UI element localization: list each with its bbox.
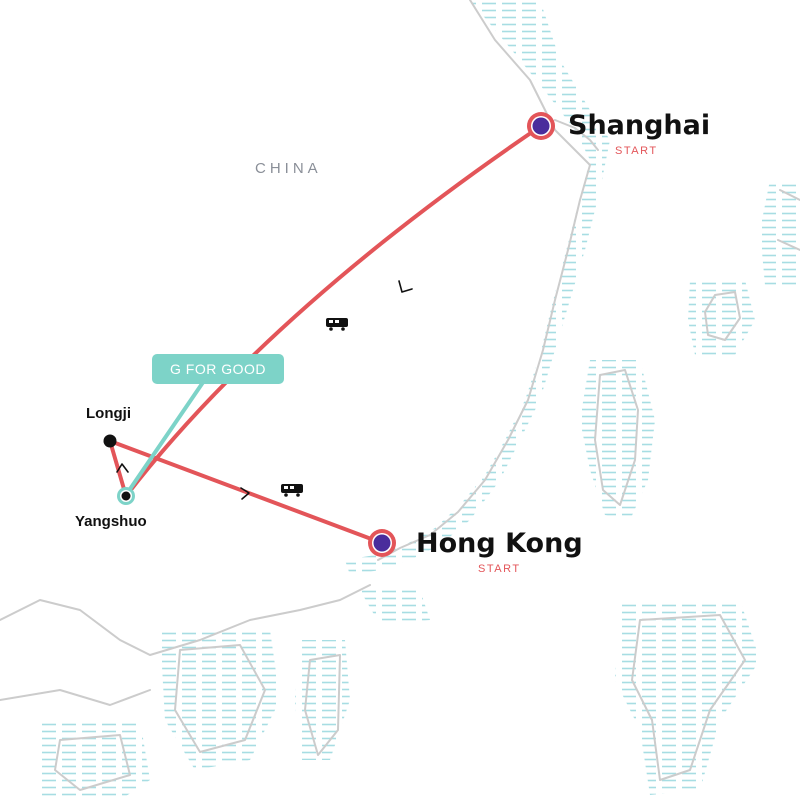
stop-marker-shanghai (527, 112, 555, 140)
start-tag-hong-kong: START (478, 563, 521, 575)
route-lines (108, 124, 543, 545)
route-yangshuo-longji (108, 439, 128, 498)
stop-marker-longji (103, 434, 117, 448)
city-label-shanghai: Shanghai (568, 110, 711, 141)
route-shanghai-yangshuo (124, 124, 543, 498)
direction-arrow-icon (116, 280, 413, 500)
country-label: CHINA (255, 160, 322, 177)
city-label-yangshuo: Yangshuo (75, 513, 147, 530)
train-icon (326, 318, 348, 331)
stop-marker-yangshuo (117, 487, 135, 505)
city-label-hong-kong: Hong Kong (416, 528, 583, 559)
stop-marker-hong-kong (368, 529, 396, 557)
badge-connector (126, 373, 210, 494)
train-icon (281, 484, 303, 497)
g-for-good-badge[interactable]: G FOR GOOD (152, 354, 284, 384)
city-label-longji: Longji (86, 405, 131, 422)
start-tag-shanghai: START (615, 145, 658, 157)
